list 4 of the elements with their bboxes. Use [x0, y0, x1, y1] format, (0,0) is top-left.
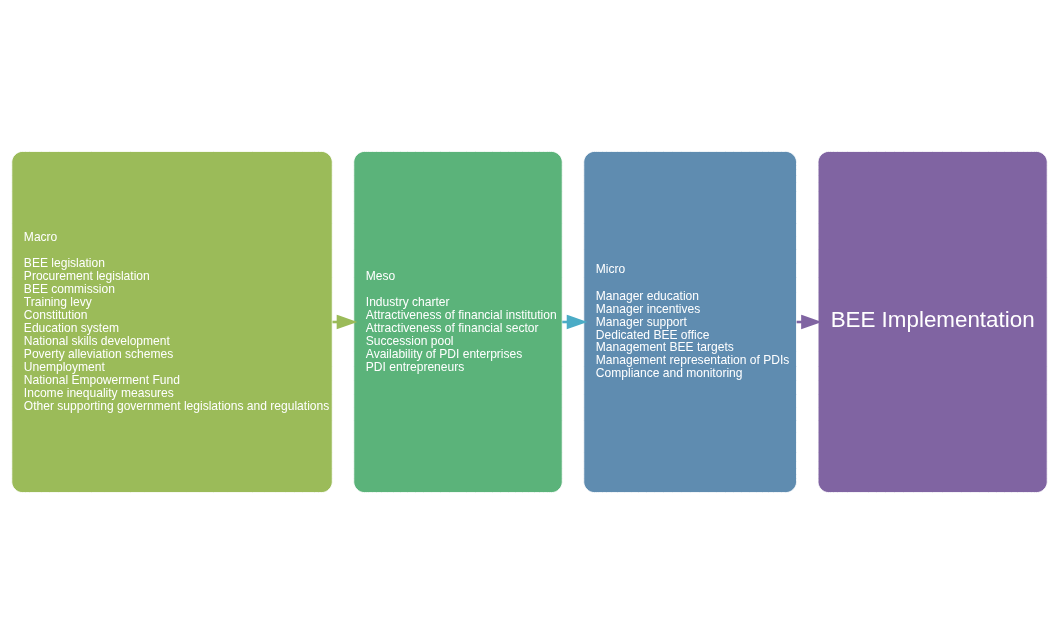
node-box: Micro Manager education Manager incentives Manager support Dedicated BEE office Management BEE targets Management representation of PDIs Compliance and monitoring [583, 151, 797, 493]
node-box: Macro BEE legislation Procurement legislation BEE commission Training levy Constitution Education system National skills development Poverty alleviation schemes Unemployment National Empowerment Fund Income inequality measures Other supporting government legislations and regulations [11, 151, 333, 493]
node-box: BEE Implementation [817, 151, 1048, 493]
node-box: Meso Industry charter Attractiveness of financial institution Attractiveness of financial sector Succession pool Availability of PDI enterprises PDI entrepreneurs [353, 151, 563, 493]
